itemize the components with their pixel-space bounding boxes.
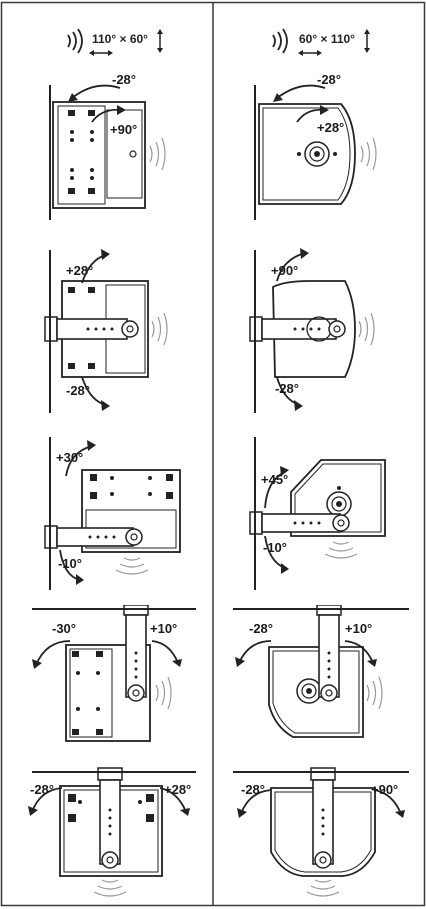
angle-down: -28° — [275, 381, 299, 396]
speaker-drawing — [28, 767, 196, 897]
angle-a: -28° — [249, 621, 273, 636]
right-column: 60° × 110° — [213, 0, 426, 909]
angle-a: -30° — [52, 621, 76, 636]
speaker-drawing — [32, 605, 196, 742]
horizontal-arrow-icon — [89, 50, 113, 56]
speaker-drawing — [233, 767, 409, 897]
speaker-drawing — [49, 84, 166, 220]
angle-b: +10° — [345, 621, 373, 636]
sound-waves-icon — [67, 28, 83, 54]
right-wall-bracket: +90° -28° — [213, 245, 426, 415]
horizontal-arrow-icon — [298, 50, 322, 56]
right-ceiling-front: -28° +90° — [213, 766, 426, 901]
sound-waves-icon — [272, 28, 288, 54]
angle-up: +45° — [261, 472, 289, 487]
angle-down: -10° — [58, 556, 82, 571]
left-ceiling-side: -30° +10° — [0, 605, 213, 750]
angle-down: +28° — [317, 120, 345, 135]
left-wall-tilt: -28° +90° — [0, 70, 213, 220]
angle-down: +90° — [110, 122, 138, 137]
right-header: 60° × 110° — [213, 22, 426, 62]
angle-a: -28° — [30, 782, 54, 797]
speaker-drawing — [254, 84, 377, 220]
angle-up: -28° — [317, 72, 341, 87]
angle-a: -28° — [241, 782, 265, 797]
angle-up: +30° — [56, 450, 84, 465]
speaker-drawing — [44, 249, 168, 413]
vertical-arrow-icon — [364, 29, 370, 53]
angle-up: -28° — [112, 72, 136, 87]
angle-b: +28° — [164, 782, 192, 797]
angle-b: +90° — [371, 782, 399, 797]
speaker-drawing — [44, 437, 181, 590]
angle-up: +90° — [271, 263, 299, 278]
angle-up: +28° — [66, 263, 94, 278]
speaker-drawing — [249, 248, 375, 413]
angle-b: +10° — [150, 621, 178, 636]
rotation-arrow-icon — [71, 84, 121, 99]
speaker-drawing — [233, 605, 409, 738]
angle-down: -28° — [66, 383, 90, 398]
left-column: 110° × 60° — [0, 22, 213, 901]
angle-down: -10° — [263, 540, 287, 555]
coverage-label: 110° × 60° — [92, 32, 148, 46]
left-ceiling-front: -28° +28° — [0, 766, 213, 901]
left-wall-bracket: +28° -28° — [0, 245, 213, 415]
speaker-drawing — [249, 437, 386, 590]
left-header: 110° × 60° — [0, 22, 213, 62]
right-ceiling-side: -28° +10° — [213, 605, 426, 750]
left-wall-bracket-top: +30° -10° — [0, 432, 213, 592]
right-wall-tilt: -28° +28° — [213, 70, 426, 220]
coverage-label: 60° × 110° — [299, 32, 355, 46]
right-wall-bracket-top: +45° -10° — [213, 432, 426, 592]
vertical-arrow-icon — [157, 29, 163, 53]
